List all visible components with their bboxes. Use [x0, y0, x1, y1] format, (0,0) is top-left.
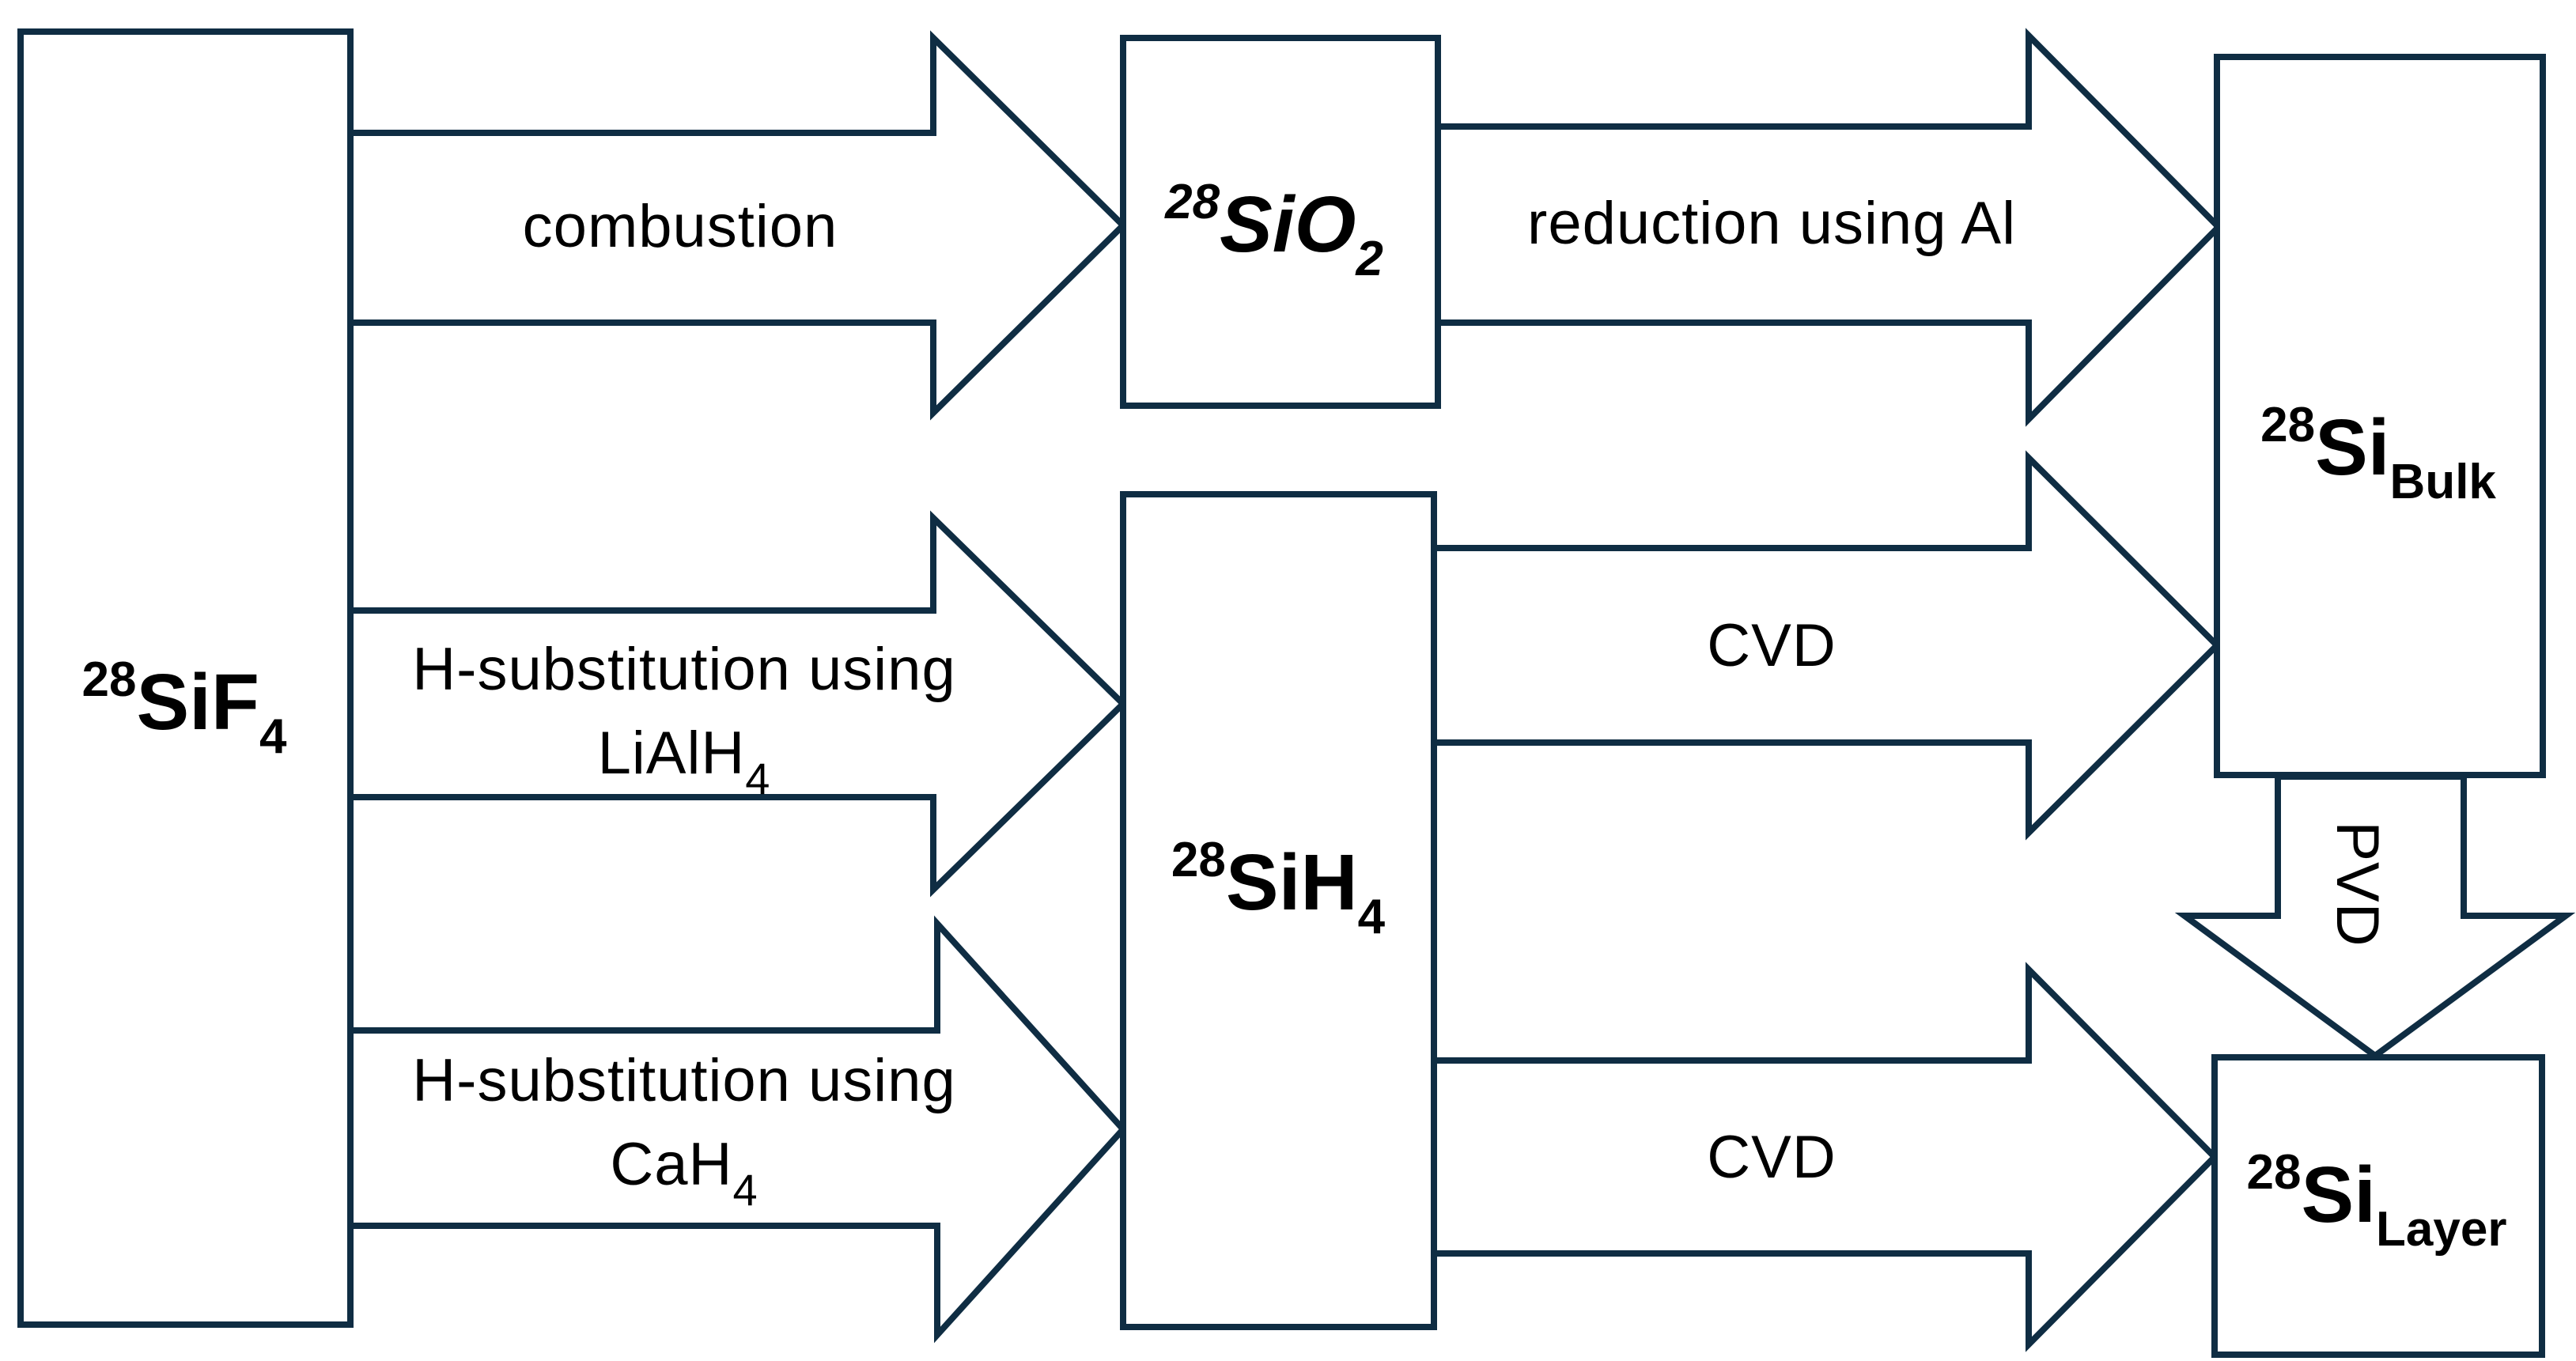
- label-combustion: combustion: [523, 193, 838, 260]
- arrow-cvd-to-layer: [1431, 962, 2219, 1352]
- node-sif4-box: [17, 28, 354, 1328]
- arrow-cvd-to-bulk: [1431, 450, 2222, 841]
- label-pvd: PVD: [2324, 821, 2391, 947]
- node-sih4-label: 28SiH4: [1171, 833, 1386, 944]
- arrow-combustion: [347, 30, 1128, 421]
- node-sif4-label: 28SiF4: [81, 652, 287, 764]
- label-reduction-using-al: reduction using Al: [1527, 190, 2016, 257]
- node-sio2-label: 28SiO2: [1164, 175, 1383, 286]
- node-si-bulk-box: [2214, 54, 2546, 778]
- arrow-reduction-using-al: [1435, 28, 2223, 427]
- node-si-bulk-label: 28SiBulk: [2260, 398, 2496, 509]
- node-sih4-box: [1120, 491, 1437, 1330]
- arrow-pvd-down: [2174, 773, 2576, 1060]
- node-si-layer-label: 28SiLayer: [2247, 1145, 2507, 1257]
- arrow-h-substitution-lialh4: [347, 510, 1128, 898]
- label-cvd-to-layer: CVD: [1707, 1124, 1836, 1191]
- label-cvd-to-bulk: CVD: [1707, 612, 1836, 679]
- node-sio2-box: [1120, 35, 1441, 409]
- node-si-layer-box: [2211, 1054, 2545, 1358]
- arrow-h-substitution-cah4: [347, 915, 1128, 1344]
